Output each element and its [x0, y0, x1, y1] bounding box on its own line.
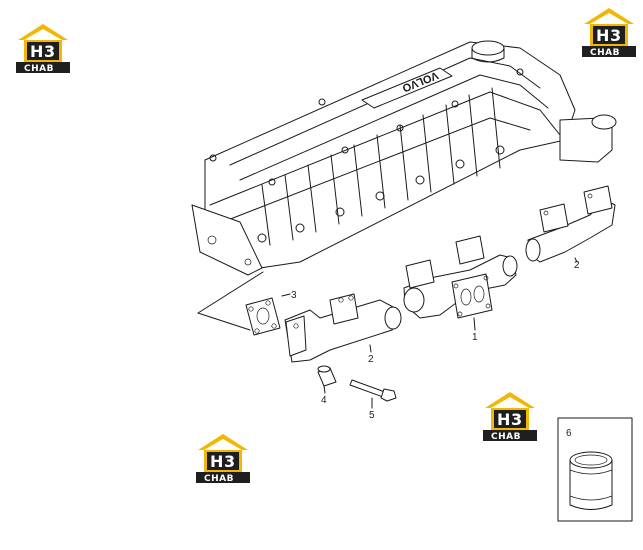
- logo-word-band: [16, 62, 70, 73]
- logo-roof: [485, 392, 535, 408]
- brand-logo-top-left: H 3 CHAB: [16, 24, 70, 74]
- brand-logo-bottom-left: H 3 CHAB: [196, 434, 250, 484]
- callout-part-2-left: 2: [368, 354, 374, 365]
- logo-letter-h: H: [497, 410, 510, 429]
- manifold-rear-section: [525, 185, 616, 263]
- logo-word-band: [483, 430, 537, 441]
- manifold-front-section: [284, 293, 402, 363]
- logo-panel: [207, 452, 239, 470]
- manifold-center-section: [403, 235, 518, 319]
- brand-logo-middle-right: H 3 CHAB: [483, 392, 537, 442]
- logo-word: CHAB: [491, 432, 521, 442]
- callout-part-3: 3: [291, 290, 297, 301]
- valve-cover: VOLVO: [191, 40, 617, 276]
- brand-logo-top-right: H 3 CHAB: [582, 8, 636, 58]
- logo-panel: [494, 410, 526, 428]
- gasket-part: [245, 297, 281, 336]
- logo-roof: [198, 434, 248, 450]
- logo-letter-3: 3: [610, 26, 621, 45]
- logo-word-band: [196, 472, 250, 483]
- callout-part-1: 1: [472, 332, 478, 343]
- spacer-sleeve-part: [317, 365, 337, 387]
- logo-letter-3: 3: [44, 42, 55, 61]
- logo-word: CHAB: [590, 48, 620, 58]
- callout-leaders: [281, 257, 578, 409]
- logo-roof: [18, 24, 68, 40]
- logo-word: CHAB: [24, 64, 54, 74]
- logo-letter-3: 3: [511, 410, 522, 429]
- logo-letter-3: 3: [224, 452, 235, 471]
- callout-part-4: 4: [321, 395, 327, 406]
- leader-lines: [197, 271, 264, 331]
- logo-letter-h: H: [596, 26, 609, 45]
- logo-letter-h: H: [210, 452, 223, 471]
- callout-part-6: 6: [566, 428, 572, 439]
- logo-panel: [27, 42, 59, 60]
- logo-letter-h: H: [30, 42, 43, 61]
- logo-word-band: [582, 46, 636, 57]
- logo-word: CHAB: [204, 474, 234, 484]
- callout-part-2-right: 2: [574, 260, 580, 271]
- bolt-part: [349, 379, 397, 402]
- part-6-inset: 6: [557, 417, 633, 522]
- logo-panel: [593, 26, 625, 44]
- callout-part-5: 5: [369, 410, 375, 421]
- logo-roof: [584, 8, 634, 24]
